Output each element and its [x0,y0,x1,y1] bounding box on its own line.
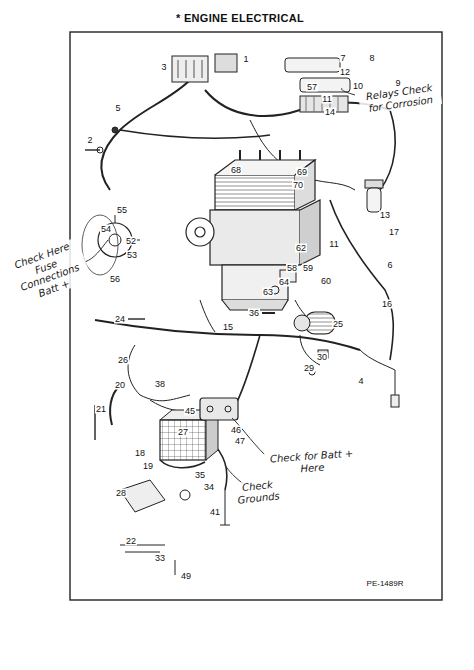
callout-number: 28 [115,489,127,498]
callout-number: 29 [303,364,315,373]
callout-number: 2 [86,136,93,145]
callout-number: 17 [388,228,400,237]
callout-number: 22 [125,537,137,546]
callout-number: 68 [230,166,242,175]
callout-number: 46 [230,426,242,435]
callout-number: 8 [368,54,375,63]
callout-number: 30 [316,353,328,362]
callout-number: 10 [352,82,364,91]
callout-number: 7 [339,54,346,63]
handwritten-note: Relays Check for Corrosion [358,81,442,115]
callout-number: 64 [278,278,290,287]
callout-number: 49 [180,572,192,581]
callout-number: 21 [95,405,107,414]
callout-number: 33 [154,554,166,563]
callout-number: 70 [292,181,304,190]
callout-number: 35 [194,471,206,480]
callout-number: 3 [160,63,167,72]
callout-number: 26 [117,356,129,365]
callout-number: 69 [296,168,308,177]
callout-number: 55 [116,206,128,215]
callout-number: 60 [320,277,332,286]
callout-number: 25 [332,320,344,329]
callout-number: 54 [100,225,112,234]
callout-number: 14 [324,108,336,117]
handwritten-note: Check Here Fuse Connections Batt + [3,237,92,307]
page-frame [70,32,442,600]
callout-number: 24 [114,315,126,324]
callout-number: 15 [222,323,234,332]
callout-number: 53 [126,251,138,260]
callout-number: 6 [386,261,393,270]
callout-number: 63 [262,288,274,297]
callout-number: 1 [242,55,249,64]
callout-number: 41 [209,508,221,517]
callout-number: 16 [381,300,393,309]
callout-number: 5 [114,104,121,113]
callout-number: 11 [328,240,339,249]
callout-number: 47 [234,437,246,446]
callout-number: 11 [321,95,332,104]
handwritten-note: Check Grounds [227,477,289,506]
callout-number: 57 [306,83,318,92]
callout-number: 36 [248,309,260,318]
callout-number: 45 [184,407,196,416]
callout-number: 12 [339,68,351,77]
diagram-title: * ENGINE ELECTRICAL [176,13,304,24]
callout-number: 59 [302,264,314,273]
callout-number: 13 [379,211,391,220]
drawing-number: PE-1489R [367,580,404,588]
callout-number: 38 [154,380,166,389]
callout-number: 56 [109,275,121,284]
callout-number: 62 [295,244,307,253]
callout-number: 4 [357,377,364,386]
callout-number: 27 [177,428,189,437]
callout-number: 20 [114,381,126,390]
callout-number: 19 [142,462,154,471]
callout-number: 18 [134,449,146,458]
callout-number: 34 [203,483,215,492]
callout-number: 58 [286,264,298,273]
handwritten-note: Check for Batt + Here [261,447,362,477]
callout-number: 52 [125,237,137,246]
